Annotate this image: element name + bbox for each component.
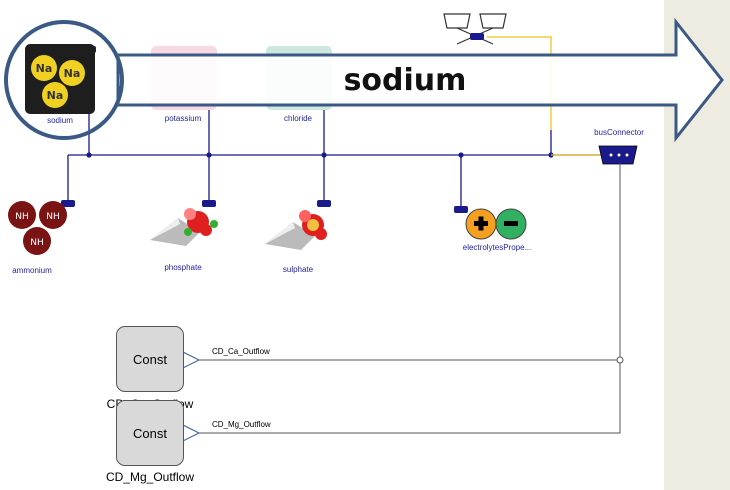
svg-text:Na: Na (47, 89, 64, 102)
svg-text:NH: NH (15, 212, 29, 222)
highlight-circle (4, 20, 124, 140)
const-connections (199, 163, 621, 434)
output-port-triangles (182, 351, 201, 442)
molecule-icon-phosphate[interactable] (150, 208, 218, 246)
arrow-tip-overlay (660, 17, 724, 143)
mg-connection-label: CD_Mg_Outflow (212, 420, 271, 429)
plus-minus-icon[interactable] (465, 208, 527, 240)
potassium-label: potassium (164, 114, 202, 123)
bus-connector-icon[interactable] (598, 145, 638, 165)
ammonium-label: ammonium (12, 266, 52, 275)
sodium-label: sodium (47, 116, 73, 125)
electrolytes-label: electrolytesPrope... (462, 243, 532, 252)
sodium-ions-icon[interactable]: Na Na Na (25, 44, 95, 114)
sulphate-label: sulphate (282, 265, 314, 274)
svg-text:NH: NH (30, 238, 44, 248)
svg-text:Na: Na (36, 62, 53, 75)
bus-connector-label: busConnector (594, 128, 644, 137)
callout-text: sodium (343, 62, 467, 98)
chloride-label: chloride (283, 114, 313, 123)
const-block-ca[interactable]: Const (116, 326, 184, 392)
bicarbonate-icon[interactable] (443, 13, 507, 45)
svg-text:Na: Na (64, 67, 81, 80)
svg-text:NH: NH (46, 212, 60, 222)
junction-node (616, 356, 624, 364)
molecule-icon-sulphate[interactable] (265, 210, 327, 250)
const-name-mg: CD_Mg_Outflow (105, 470, 195, 484)
const-block-mg[interactable]: Const (116, 400, 184, 466)
phosphate-label: phosphate (164, 263, 202, 272)
ammonium-ions-icon[interactable]: NH NH NH (8, 201, 67, 255)
ca-connection-label: CD_Ca_Outflow (212, 347, 270, 356)
